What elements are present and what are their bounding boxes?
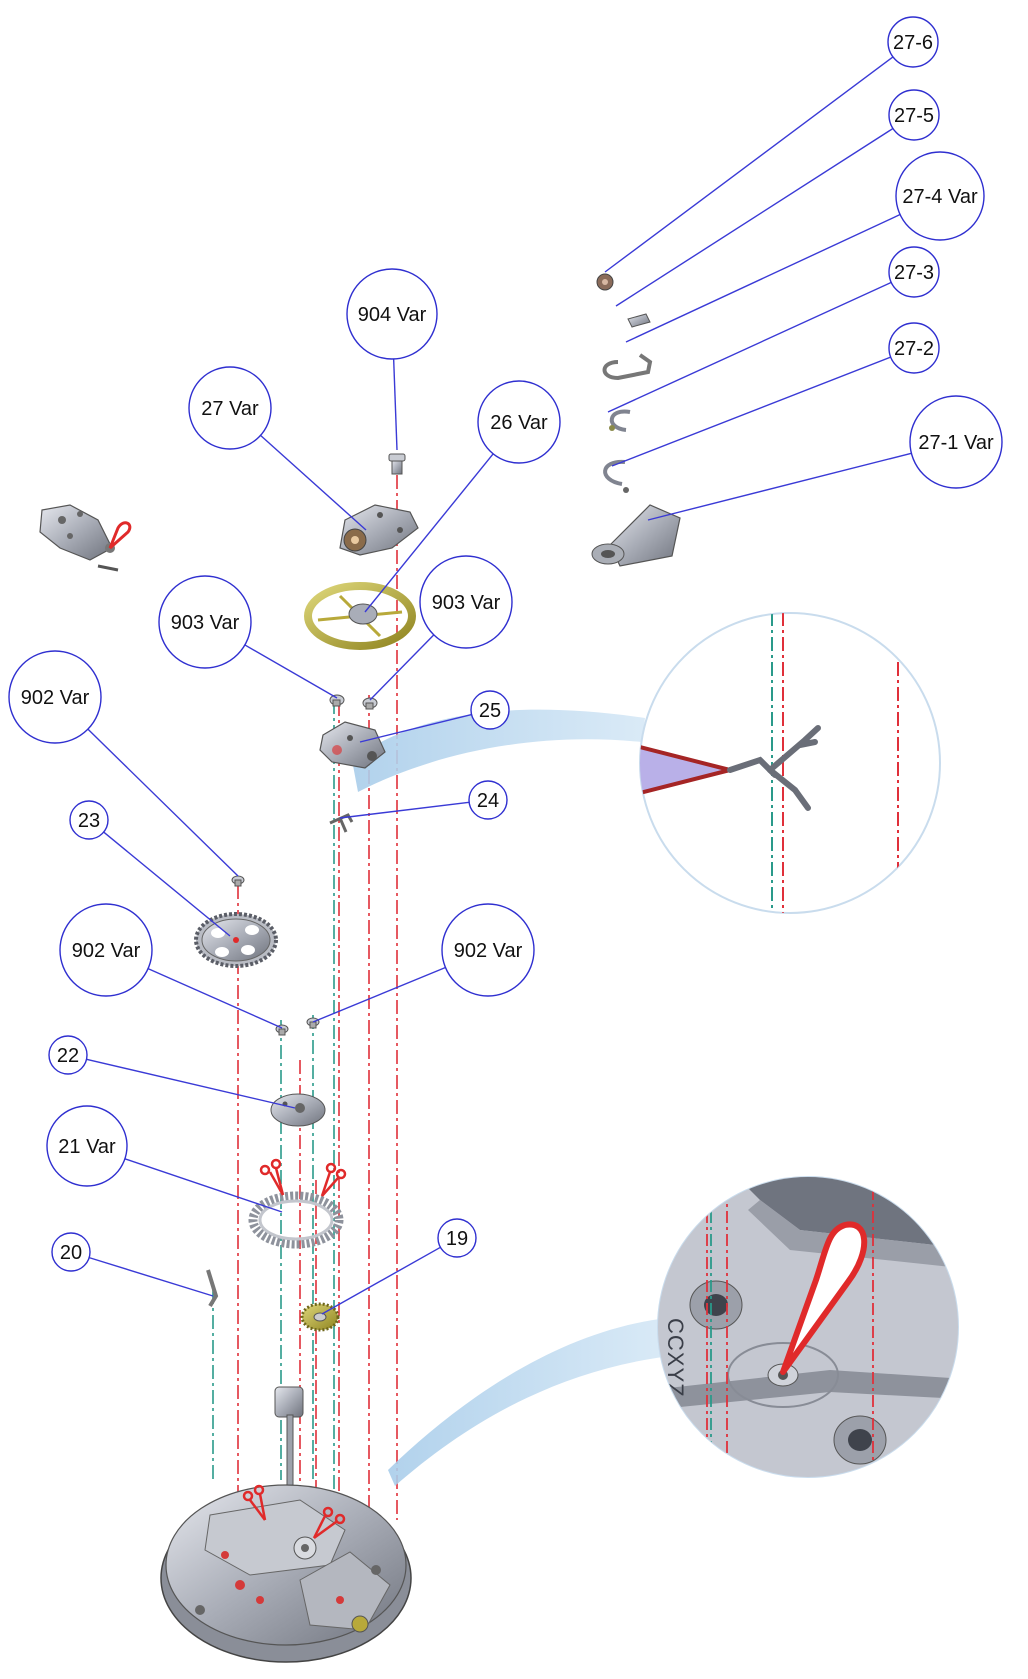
- screw-part: [362, 697, 378, 710]
- callout-circle: [468, 780, 508, 820]
- callout-circle: [48, 1035, 88, 1075]
- callouts: 27-6 27-5 27-4 Var 27-3 27-2 27-1 Var 904 Var 2…: [8, 16, 1003, 1315]
- callout-circle: [419, 555, 513, 649]
- callout-label: 19: [446, 1228, 468, 1250]
- leader-line: [615, 127, 894, 307]
- screw-part: [306, 1017, 320, 1029]
- callout-label: 27-4 Var: [902, 186, 978, 208]
- axis-lines: [212, 475, 398, 1520]
- leader-line: [86, 1058, 296, 1109]
- callout-circle: [887, 16, 939, 68]
- callout-label: 27-6: [893, 32, 933, 54]
- callout-label: 27 Var: [201, 398, 259, 420]
- callout-label: 20: [60, 1242, 82, 1264]
- callout-label: 902 Var: [454, 940, 523, 962]
- callout-circle: [477, 380, 561, 464]
- callout-label: 27-1 Var: [918, 432, 994, 454]
- ring-gear-part: [248, 1158, 347, 1249]
- callout-label: 903 Var: [432, 592, 501, 614]
- pallet-bridge-part: [319, 721, 386, 769]
- callout-label: 27-3: [894, 262, 934, 284]
- callout-circle: [470, 690, 510, 730]
- callout-circle: [437, 1218, 477, 1258]
- leader-line: [339, 801, 470, 819]
- leader-line: [244, 644, 338, 699]
- callout-circle: [909, 395, 1003, 489]
- leader-line: [392, 358, 398, 451]
- callout-circle: [888, 89, 940, 141]
- leader-line: [124, 1158, 283, 1213]
- callout-label: 22: [57, 1045, 79, 1067]
- magnifier-tail-bottom: [388, 1318, 670, 1486]
- pin-part: [206, 1269, 219, 1308]
- leader-line: [260, 434, 367, 531]
- leader-line: [312, 966, 446, 1023]
- leader-line: [369, 634, 435, 701]
- leader-line: [604, 56, 894, 273]
- ring-part: [603, 459, 629, 493]
- balance-cock-part: [339, 504, 419, 556]
- leader-line: [359, 713, 472, 743]
- callout-label: 25: [479, 700, 501, 722]
- movement-main-plate: [160, 1484, 412, 1663]
- leader-line: [321, 1246, 441, 1315]
- leader-line: [87, 728, 239, 877]
- leader-line: [147, 967, 283, 1029]
- callout-circle: [346, 268, 438, 360]
- leader-line: [607, 281, 892, 413]
- callout-circle: [51, 1232, 91, 1272]
- callout-label: 902 Var: [21, 687, 90, 709]
- callout-circle: [188, 366, 272, 450]
- callout-circle: [59, 903, 153, 997]
- callout-label: 27-2: [894, 338, 934, 360]
- gear-wheel-part: [194, 912, 278, 968]
- engraving-text: CCXYZ: [663, 1318, 688, 1398]
- callout-circle: [46, 1105, 128, 1187]
- clip-part: [602, 353, 653, 381]
- screw-part: [231, 875, 245, 887]
- screw-part: [329, 694, 345, 707]
- callout-circle: [888, 322, 940, 374]
- magnifier-tail-top: [352, 709, 645, 792]
- callout-label: 27-5: [894, 105, 934, 127]
- leader-line: [647, 452, 912, 521]
- parts: [39, 273, 681, 1663]
- magnifier-detail-bottom: CCXYZ: [657, 1176, 959, 1478]
- callout-label: 904 Var: [358, 304, 427, 326]
- left-bridge-part: [39, 504, 132, 572]
- pallet-fork-part: [329, 813, 354, 833]
- callout-circle: [895, 151, 985, 241]
- callout-circle: [158, 575, 252, 669]
- leader-line: [611, 356, 891, 467]
- callout-circle: [8, 650, 102, 744]
- small-screw-part: [627, 313, 651, 328]
- callout-label: 23: [78, 810, 100, 832]
- callout-label: 26 Var: [490, 412, 548, 434]
- jewel-part: [596, 273, 614, 291]
- callout-circle: [888, 246, 940, 298]
- balance-wheel-part: [304, 582, 416, 650]
- callout-circle: [69, 800, 109, 840]
- callout-circle: [441, 903, 535, 997]
- screw-part: [388, 453, 406, 475]
- small-plate-part: [270, 1093, 326, 1127]
- callout-label: 21 Var: [58, 1136, 116, 1158]
- callout-label: 24: [477, 790, 499, 812]
- callout-label: 903 Var: [171, 612, 240, 634]
- leader-line: [625, 213, 901, 343]
- barrel-shaft-part: [274, 1386, 304, 1486]
- magnifier-detail-top: [639, 612, 941, 914]
- screw-part: [275, 1024, 289, 1036]
- oil-marker-icon: [259, 1158, 347, 1197]
- callout-label: 902 Var: [72, 940, 141, 962]
- leader-line: [364, 453, 494, 613]
- leader-line: [103, 831, 231, 937]
- bridge-plate-part: [591, 504, 681, 567]
- leader-line: [88, 1256, 214, 1297]
- ring-part: [609, 409, 631, 432]
- oil-marker-icon: [242, 1484, 346, 1540]
